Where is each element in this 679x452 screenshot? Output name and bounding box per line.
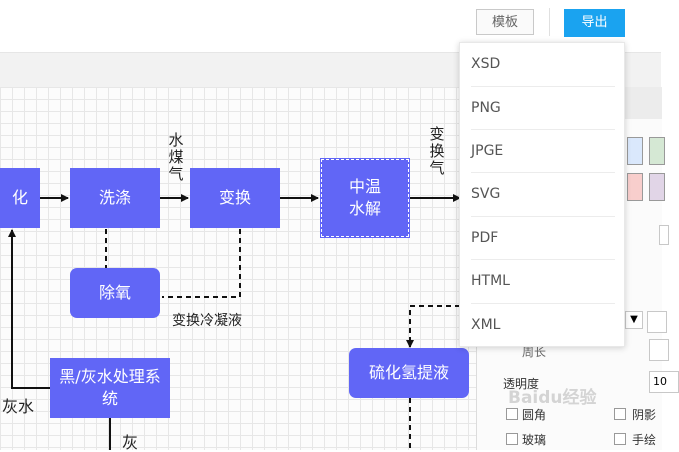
shadow-checkbox[interactable] bbox=[614, 408, 626, 420]
menu-item-xsd[interactable]: XSD bbox=[471, 56, 501, 72]
perimeter-input[interactable] bbox=[649, 339, 669, 361]
label-shift-condensate: 变换冷凝液 bbox=[172, 313, 242, 329]
menu-divider bbox=[471, 216, 615, 217]
node-mid-hydrolysis[interactable]: 中温 水解 bbox=[320, 158, 410, 238]
menu-item-jpge[interactable]: JPGE bbox=[471, 143, 504, 159]
node-water-treatment[interactable]: 黑/灰水处理系 统 bbox=[50, 358, 170, 418]
perimeter-label: 周长 bbox=[522, 345, 547, 359]
label-grey-water-2: 灰 bbox=[122, 433, 139, 452]
color-swatch-green[interactable] bbox=[649, 137, 665, 165]
glass-label: 玻璃 bbox=[522, 433, 547, 447]
menu-item-png[interactable]: PNG bbox=[471, 100, 501, 116]
chevron-down-icon[interactable]: ▼ bbox=[625, 311, 643, 329]
edge-shift-to-deoxygen bbox=[162, 229, 241, 298]
shadow-label: 阴影 bbox=[632, 408, 657, 422]
label-water-gas: 水煤气 bbox=[168, 131, 184, 183]
rounded-checkbox[interactable] bbox=[506, 408, 518, 420]
panel-input[interactable] bbox=[647, 311, 667, 333]
watermark: Baidu经验 bbox=[508, 388, 597, 408]
menu-item-pdf[interactable]: PDF bbox=[471, 230, 499, 246]
opacity-label: 透明度 bbox=[503, 377, 540, 391]
toolbar-separator bbox=[549, 8, 550, 36]
top-bar: 模板 导出 bbox=[0, 0, 661, 52]
label-grey-water: 灰水 bbox=[2, 397, 35, 416]
node-h2s-extract[interactable]: 硫化氢提液 bbox=[349, 348, 469, 398]
export-dropdown-menu: XSD PNG JPGE SVG PDF HTML XML bbox=[459, 42, 625, 347]
sketch-label: 手绘 bbox=[632, 433, 657, 447]
menu-item-xml[interactable]: XML bbox=[471, 317, 501, 333]
panel-control[interactable] bbox=[659, 225, 669, 245]
color-swatch-blue[interactable] bbox=[627, 137, 643, 165]
menu-item-html[interactable]: HTML bbox=[471, 273, 510, 289]
rounded-label: 圆角 bbox=[522, 408, 547, 422]
node-deoxygen[interactable]: 除氧 bbox=[70, 268, 160, 318]
node-wash[interactable]: 洗涤 bbox=[70, 168, 160, 228]
menu-divider bbox=[471, 259, 615, 260]
label-shift-gas: 变换气 bbox=[429, 125, 445, 177]
color-swatch-purple[interactable] bbox=[649, 173, 665, 201]
sketch-checkbox[interactable] bbox=[614, 433, 626, 445]
menu-divider bbox=[471, 303, 615, 304]
node-partial[interactable]: 化 bbox=[0, 168, 40, 228]
template-button[interactable]: 模板 bbox=[476, 9, 534, 35]
menu-divider bbox=[471, 129, 615, 130]
menu-item-svg[interactable]: SVG bbox=[471, 186, 501, 202]
export-button[interactable]: 导出 bbox=[564, 9, 625, 37]
glass-checkbox[interactable] bbox=[506, 433, 518, 445]
diagram-edges bbox=[8, 194, 461, 450]
opacity-input[interactable]: 10 bbox=[649, 371, 679, 393]
edge-to-h2s bbox=[406, 305, 460, 348]
menu-divider bbox=[471, 86, 615, 87]
menu-divider bbox=[471, 172, 615, 173]
edge-grey-water bbox=[8, 229, 50, 389]
node-shift[interactable]: 变换 bbox=[190, 168, 280, 228]
color-swatch-red[interactable] bbox=[627, 173, 643, 201]
